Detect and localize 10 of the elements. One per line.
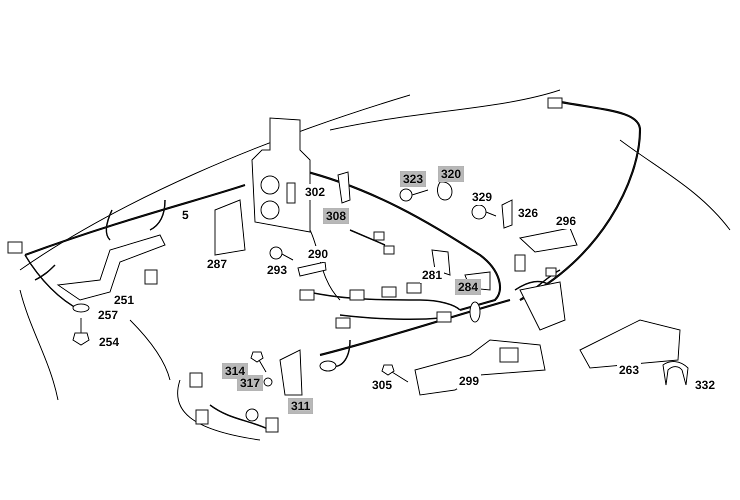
- callout-number: 302: [303, 184, 328, 200]
- callout-number: 284: [455, 279, 482, 295]
- callout-number: 311: [288, 398, 314, 414]
- callout-number: 290: [306, 246, 330, 262]
- callout-number: 281: [420, 267, 444, 283]
- callout-number: 320: [438, 166, 464, 182]
- callout-number: 308: [323, 208, 350, 224]
- callout-number: 323: [400, 171, 426, 187]
- callout-number: 299: [457, 373, 482, 389]
- callout-number: 317: [237, 375, 264, 391]
